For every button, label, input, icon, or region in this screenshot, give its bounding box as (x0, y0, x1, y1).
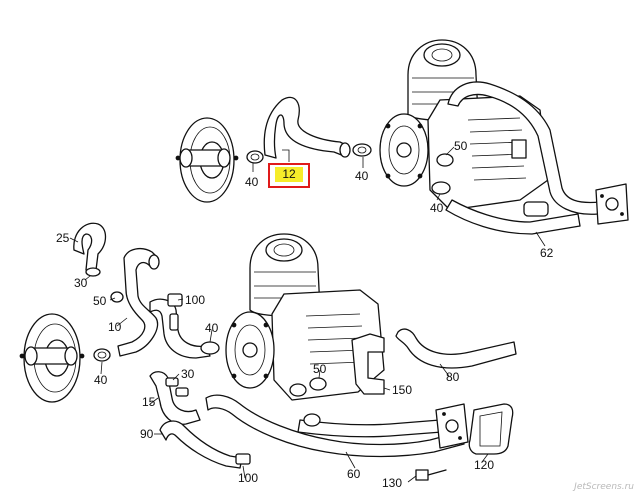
hose-clamp-bottom-centre (289, 383, 307, 397)
callout-15: 15 (142, 395, 156, 409)
callout-50-top: 50 (454, 139, 468, 153)
callout-130: 130 (382, 476, 403, 490)
pipe-clip-top (523, 201, 549, 217)
callout-40-top-b: 40 (355, 169, 369, 183)
hose-clamp-top-left (246, 150, 264, 164)
callout-40-mid-b: 40 (94, 373, 108, 387)
callout-80: 80 (446, 370, 460, 384)
coolant-hose-15 (149, 371, 201, 425)
coolant-hose-25 (73, 222, 107, 277)
callout-120: 120 (474, 458, 495, 472)
callout-100-bottom: 100 (238, 471, 259, 485)
callout-40-top-c: 40 (430, 201, 444, 215)
hose-clamp-top-mid (352, 143, 372, 157)
leader-lines (69, 146, 546, 483)
hose-clamp-100-bottom (235, 453, 251, 465)
callout-50-left: 50 (93, 294, 107, 308)
callout-100-top: 100 (185, 293, 206, 307)
callout-10: 10 (108, 320, 122, 334)
oil-filter-housing-top (379, 39, 549, 211)
watermark: JetScreens.ru (574, 482, 634, 492)
callout-30-left: 30 (74, 276, 88, 290)
coolant-pipe-60 (205, 394, 465, 458)
callout-50-mid: 50 (313, 362, 327, 376)
coolant-hose-10 (117, 247, 160, 357)
gasket-120 (468, 403, 514, 455)
callout-90: 90 (140, 427, 154, 441)
callout-40-mid-a: 40 (205, 321, 219, 335)
callout-25: 25 (56, 231, 70, 245)
hose-clamp-top-right (431, 153, 454, 195)
highlighted-part-number: 12 (275, 167, 303, 182)
highlighted-part-callout[interactable]: 12 (268, 163, 310, 188)
callout-150: 150 (392, 383, 413, 397)
coolant-hose-80 (395, 328, 517, 369)
callout-62: 62 (540, 246, 554, 260)
callout-60: 60 (347, 467, 361, 481)
coolant-hose-12 (263, 96, 351, 159)
coolant-hose-90 (159, 420, 243, 469)
pipe-flange-top (595, 183, 629, 225)
hose-clamp-40-mid (200, 341, 220, 355)
hose-clamp-50-mid (309, 377, 327, 391)
callout-30-mid: 30 (181, 367, 195, 381)
oil-filter-housing-bottom (225, 233, 385, 401)
bolt-130 (415, 469, 447, 481)
hose-clamp-40-bottom-left (93, 348, 111, 362)
coolant-pump-bottom (19, 313, 85, 403)
callout-40-top-a: 40 (245, 175, 259, 189)
pipe-flange-bottom (435, 403, 469, 449)
coolant-pump-top (175, 117, 239, 203)
hose-clamp-50-left (110, 291, 124, 303)
coolant-hose-100-upper (149, 293, 211, 359)
